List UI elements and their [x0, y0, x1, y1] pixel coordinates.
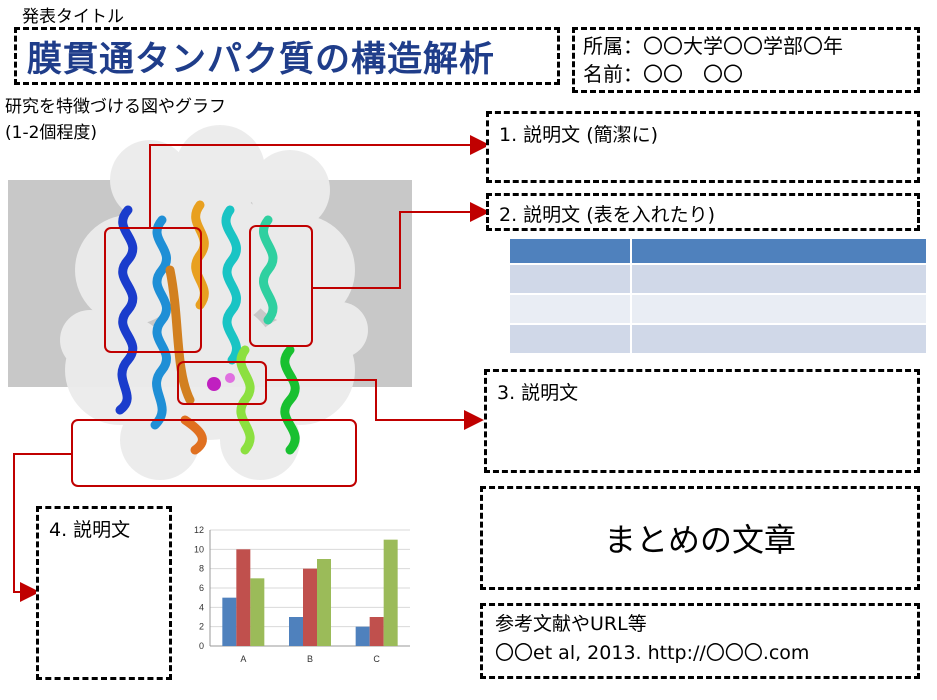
- figure-caption-line1: 研究を特徴づける図やグラフ: [5, 97, 226, 117]
- bar: [303, 568, 317, 646]
- table-cell: [631, 239, 926, 265]
- connector-2: [312, 202, 490, 289]
- figure-caption: 研究を特徴づける図やグラフ (1-2個程度): [5, 94, 226, 146]
- summary-box: まとめの文章: [480, 486, 920, 590]
- figure-caption-line2: (1-2個程度): [5, 123, 98, 143]
- affiliation-line: 所属：〇〇大学〇〇学部〇年: [583, 34, 843, 58]
- table-cell: [631, 264, 926, 295]
- callout-box-1: [104, 227, 202, 353]
- table-cell: [510, 239, 632, 265]
- table-cell: [631, 294, 926, 325]
- y-tick-label: 2: [199, 622, 204, 632]
- description-box-2: 2. 説明文 (表を入れたり): [486, 193, 920, 231]
- description-label-4: 4. 説明文: [49, 519, 131, 541]
- callout-box-4: [71, 419, 357, 487]
- description-box-4: 4. 説明文: [36, 506, 172, 680]
- name-line: 名前：〇〇 〇〇: [583, 62, 743, 86]
- bar: [250, 578, 265, 646]
- helices: [115, 200, 300, 455]
- bar: [289, 617, 303, 646]
- description-box-3: 3. 説明文: [484, 369, 920, 473]
- table-cell: [510, 324, 632, 355]
- callout-box-3: [177, 361, 267, 405]
- title-caption: 発表タイトル: [22, 7, 124, 27]
- table-row: [510, 294, 926, 325]
- table-cell: [631, 324, 926, 355]
- y-tick-label: 12: [194, 525, 204, 535]
- affiliation-box: 所属：〇〇大学〇〇学部〇年 名前：〇〇 〇〇: [572, 27, 920, 93]
- references-box: 参考文献やURL等 〇〇et al, 2013. http://〇〇〇.com: [480, 603, 920, 679]
- bar: [222, 597, 237, 646]
- table-cell: [510, 294, 632, 325]
- x-tick-label: B: [307, 654, 313, 664]
- description-box-1: 1. 説明文 (簡潔に): [486, 111, 920, 183]
- connector-4: [13, 453, 72, 602]
- bar: [355, 626, 370, 646]
- description-label-2: 2. 説明文 (表を入れたり): [499, 204, 716, 226]
- table-row: [510, 324, 926, 355]
- y-tick-label: 4: [199, 602, 204, 612]
- x-tick-label: C: [373, 654, 380, 664]
- bar-chart: 0 2 4 6 8 10 12A B C: [194, 525, 410, 664]
- bar: [236, 549, 251, 646]
- ligand-atom: [207, 377, 221, 391]
- connector-1: [149, 135, 490, 228]
- page-title: 膜貫通タンパク質の構造解析: [27, 39, 496, 80]
- description-label-1: 1. 説明文 (簡潔に): [499, 124, 659, 146]
- y-tick-label: 8: [199, 564, 204, 574]
- y-tick-label: 6: [199, 583, 204, 593]
- table-cell: [510, 264, 632, 295]
- callout-box-2: [249, 225, 313, 347]
- title-box: 膜貫通タンパク質の構造解析: [14, 27, 560, 85]
- table-row: [510, 264, 926, 295]
- references-heading: 参考文献やURL等: [495, 613, 647, 635]
- description-label-3: 3. 説明文: [497, 382, 579, 404]
- x-tick-label: A: [240, 654, 246, 664]
- y-tick-label: 10: [194, 544, 204, 554]
- data-table: [510, 239, 926, 355]
- summary-text: まとめの文章: [603, 521, 796, 559]
- y-tick-label: 0: [199, 641, 204, 651]
- table-header-row: [510, 239, 926, 265]
- bar: [383, 539, 398, 646]
- reference-entry: 〇〇et al, 2013. http://〇〇〇.com: [495, 642, 810, 664]
- connector-3: [266, 379, 484, 430]
- bar: [369, 617, 384, 646]
- bar: [317, 559, 331, 646]
